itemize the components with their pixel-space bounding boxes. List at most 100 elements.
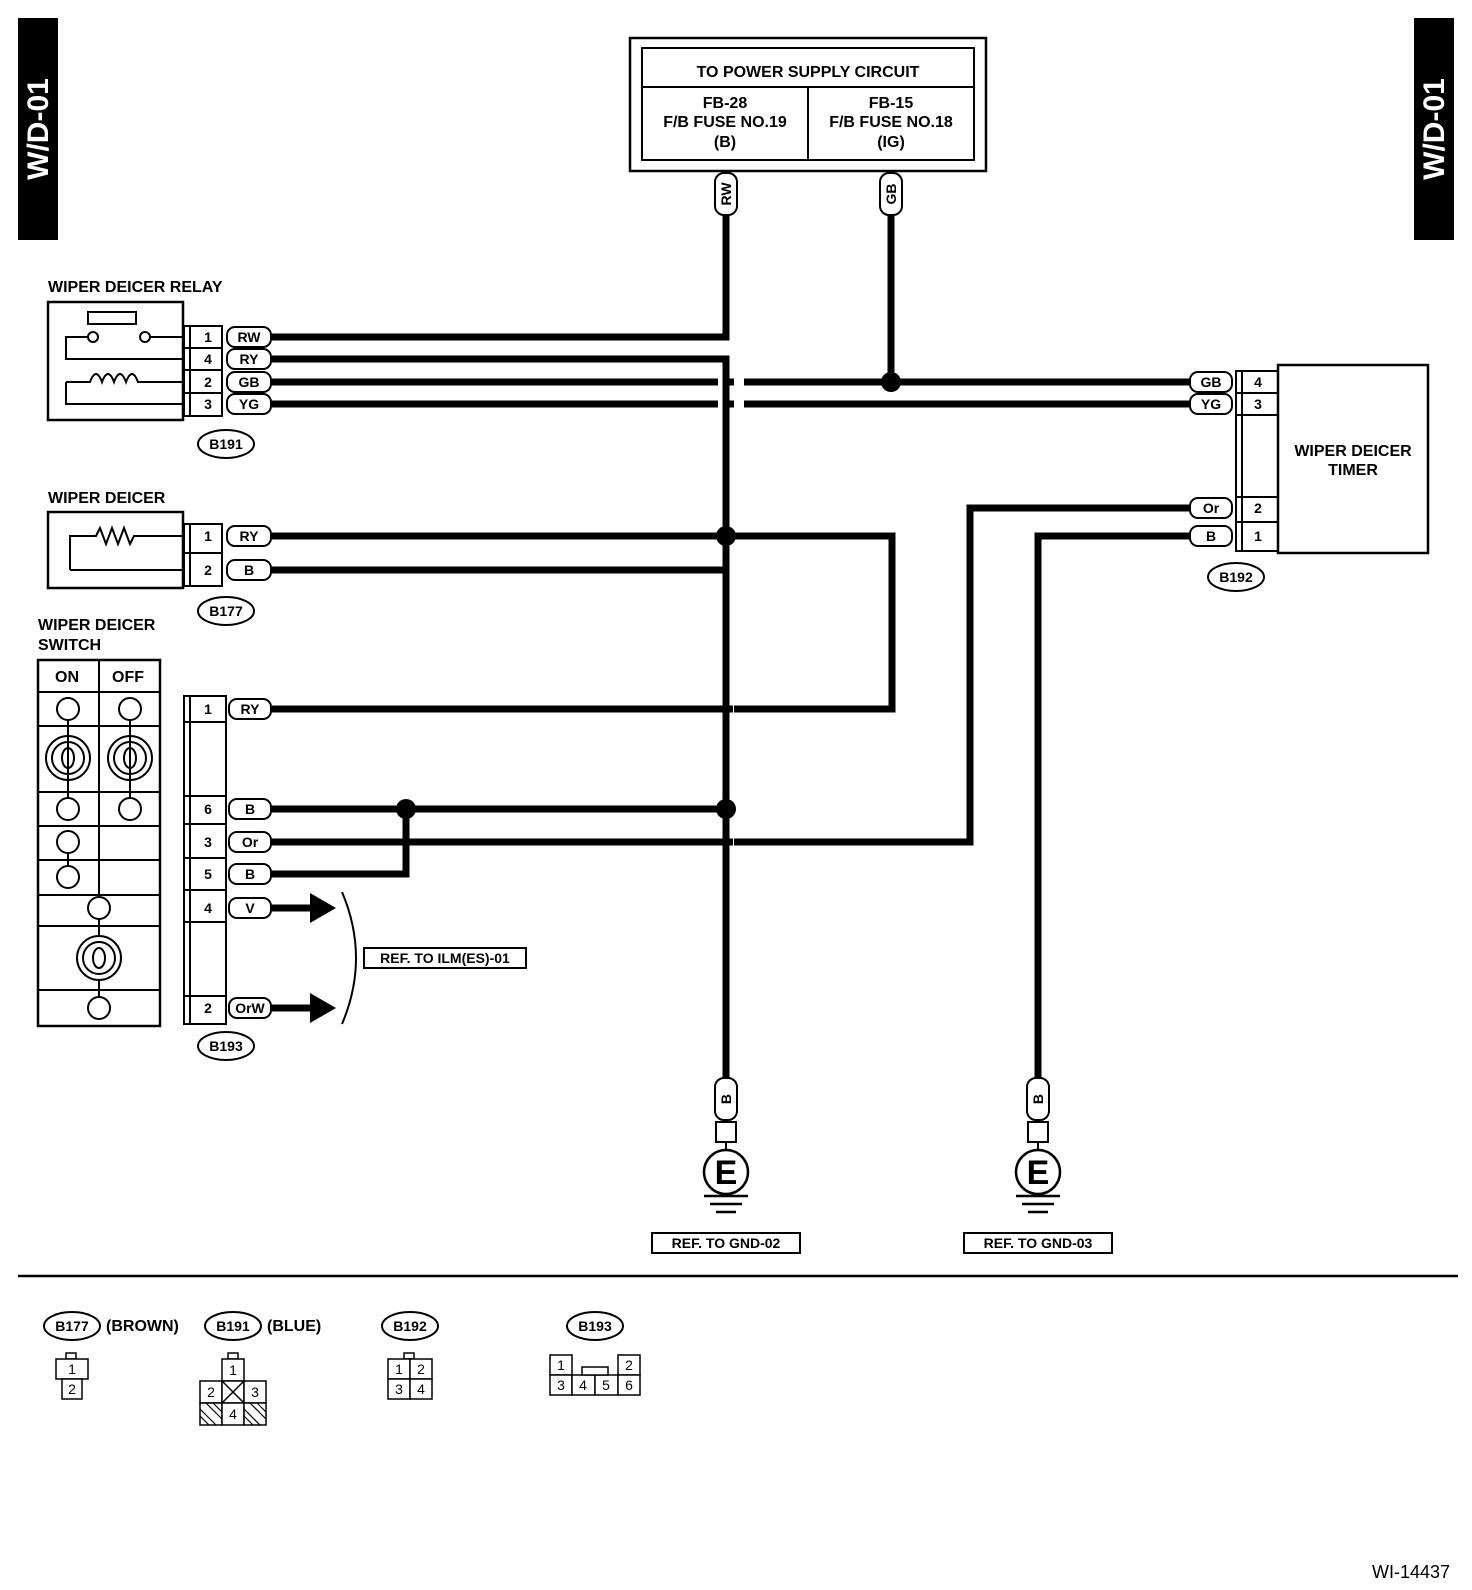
svg-text:2: 2 [204, 1000, 212, 1016]
junction-b-main [716, 799, 736, 819]
svg-text:B: B [718, 1094, 734, 1104]
svg-text:6: 6 [204, 801, 212, 817]
junction-b-switch [396, 799, 416, 819]
wire-rw [272, 215, 730, 341]
switch-connector: B193 [209, 1038, 243, 1054]
svg-text:3: 3 [204, 396, 212, 412]
svg-text:4: 4 [579, 1377, 587, 1393]
svg-text:Or: Or [242, 834, 259, 850]
svg-text:GB: GB [239, 374, 260, 390]
ref-ilm-box: REF. TO ILM(ES)-01 [363, 947, 527, 969]
legend-b177: B177 (BROWN) 1 2 [43, 1311, 179, 1400]
wire-tag-rw-top: RW [714, 172, 738, 216]
svg-text:3: 3 [204, 834, 212, 850]
timer-title-1: WIPER DEICER [1294, 443, 1412, 460]
ref-bracket [341, 891, 357, 1025]
svg-text:B: B [1206, 528, 1216, 544]
svg-text:3: 3 [251, 1384, 259, 1400]
junction-gb [881, 372, 901, 392]
relay-connector: B191 [209, 436, 243, 452]
timer-title-2: TIMER [1328, 462, 1378, 479]
switch-off-label: OFF [112, 669, 144, 686]
svg-text:RW: RW [718, 182, 734, 206]
relay-pins: 1 4 2 3 RW RY GB YG B191 [197, 326, 272, 459]
junction-dots [396, 372, 901, 819]
svg-text:4: 4 [204, 900, 212, 916]
svg-text:1: 1 [557, 1357, 565, 1373]
svg-text:E: E [1027, 1154, 1050, 1192]
wire-ry-relay [272, 355, 730, 1078]
relay-title: WIPER DEICER RELAY [48, 279, 223, 296]
wire-or [272, 504, 1190, 846]
svg-text:V: V [245, 900, 255, 916]
svg-text:RW: RW [237, 329, 261, 345]
ground-gnd-02: B E REF. TO GND-02 [651, 1077, 801, 1254]
section-tab-left: W/D-01 [18, 18, 58, 240]
wire-crossovers [718, 375, 744, 411]
svg-text:1: 1 [1254, 528, 1262, 544]
deicer-connector: B177 [209, 603, 243, 619]
svg-text:RY: RY [241, 701, 261, 717]
svg-text:B191: B191 [216, 1318, 250, 1334]
wires [272, 215, 1190, 1078]
svg-text:2: 2 [204, 374, 212, 390]
svg-text:RY: RY [240, 528, 260, 544]
svg-text:B177: B177 [55, 1318, 89, 1334]
svg-text:2: 2 [207, 1384, 215, 1400]
switch-title-2: SWITCH [38, 637, 101, 654]
ref-gnd-02: REF. TO GND-02 [672, 1235, 781, 1251]
wire-tag-gb-top: GB [879, 172, 903, 216]
svg-text:B: B [245, 801, 255, 817]
fuse-left-line3: (B) [714, 134, 736, 151]
svg-text:B: B [244, 562, 254, 578]
svg-text:3: 3 [395, 1381, 403, 1397]
svg-text:GB: GB [883, 184, 899, 205]
svg-text:1: 1 [204, 528, 212, 544]
svg-text:6: 6 [625, 1377, 633, 1393]
relay-component: WIPER DEICER RELAY [46, 279, 223, 422]
ref-gnd-03: REF. TO GND-03 [984, 1235, 1093, 1251]
switch-component: WIPER DEICER SWITCH ON OFF [36, 617, 227, 1028]
switch-pins: 1 6 3 5 4 2 RY B Or B V OrW B193 [197, 698, 272, 1061]
fuse-right-line2: F/B FUSE NO.18 [829, 114, 953, 131]
svg-text:1: 1 [68, 1361, 76, 1377]
switch-title-1: WIPER DEICER [38, 617, 156, 634]
arrow-orw [310, 993, 336, 1023]
svg-text:YG: YG [1201, 396, 1221, 412]
svg-text:2: 2 [204, 562, 212, 578]
svg-text:E: E [715, 1154, 738, 1192]
ref-ilm-label: REF. TO ILM(ES)-01 [380, 950, 510, 966]
svg-text:2: 2 [1254, 500, 1262, 516]
svg-text:B: B [1030, 1094, 1046, 1104]
legend-b193: B193 1 2 3 4 5 6 [549, 1311, 641, 1396]
svg-text:1: 1 [204, 329, 212, 345]
svg-text:YG: YG [239, 396, 259, 412]
svg-text:RY: RY [240, 351, 260, 367]
svg-text:4: 4 [229, 1406, 237, 1422]
svg-text:3: 3 [557, 1377, 565, 1393]
timer-component: WIPER DEICER TIMER [1235, 363, 1430, 555]
svg-text:GB: GB [1201, 374, 1222, 390]
svg-text:4: 4 [1254, 374, 1262, 390]
svg-text:2: 2 [417, 1361, 425, 1377]
legend-b192: B192 1 2 3 4 [381, 1311, 439, 1400]
figure-id: WI-14437 [1372, 1562, 1450, 1582]
fuse-right-line3: (IG) [877, 134, 905, 151]
junction-ry [716, 526, 736, 546]
svg-text:5: 5 [204, 866, 212, 882]
power-supply-title: TO POWER SUPPLY CIRCUIT [697, 64, 920, 81]
svg-text:4: 4 [204, 351, 212, 367]
svg-text:Or: Or [1203, 500, 1220, 516]
svg-text:B193: B193 [578, 1318, 612, 1334]
svg-text:(BROWN): (BROWN) [106, 1318, 179, 1335]
svg-text:(BLUE): (BLUE) [267, 1318, 321, 1335]
deicer-pins: 1 2 RY B B177 [197, 525, 272, 626]
svg-text:2: 2 [625, 1357, 633, 1373]
svg-text:B192: B192 [393, 1318, 427, 1334]
power-supply-box: TO POWER SUPPLY CIRCUIT FB-28 F/B FUSE N… [628, 36, 988, 173]
svg-text:4: 4 [417, 1381, 425, 1397]
deicer-component: WIPER DEICER [46, 490, 223, 590]
svg-text:1: 1 [204, 701, 212, 717]
timer-connector: B192 [1219, 569, 1253, 585]
